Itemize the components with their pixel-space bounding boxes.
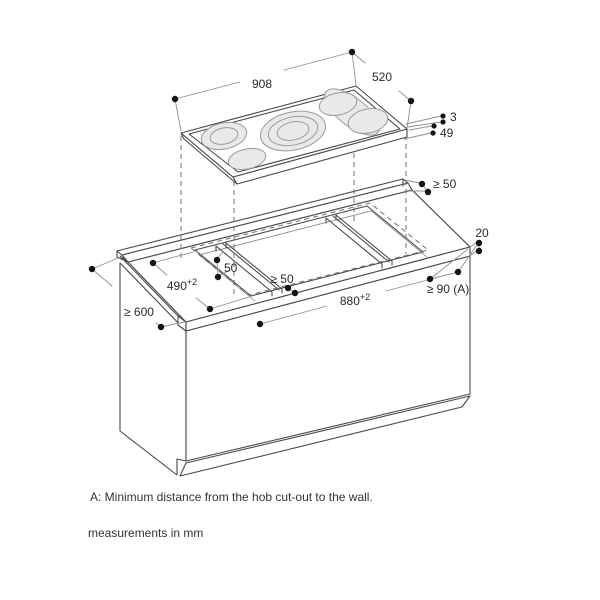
- rail-front-face: [121, 182, 413, 263]
- support-bar-left: [215, 242, 283, 297]
- label-hob-depth: 520: [372, 70, 392, 84]
- label-support-bar-width: 50: [224, 261, 238, 275]
- zone-center-inner-ring: [276, 121, 310, 141]
- zone-center-middle-ring: [267, 115, 319, 147]
- dim-line-cutout-depth: [152, 251, 250, 310]
- rail-left-cap: [116, 250, 129, 263]
- zone-small-front: [227, 147, 267, 171]
- cabinet-plinth: [179, 395, 471, 477]
- label-side-clearance: ≥ 90 (A): [427, 282, 470, 296]
- footer-notes: A: Minimum distance from the hob cut-out…: [88, 490, 373, 540]
- label-glass-height: 3: [450, 110, 457, 124]
- dim-leaders-installation-depth: [403, 125, 433, 140]
- label-hob-width: 908: [252, 77, 272, 91]
- footnote-a: A: Minimum distance from the hob cut-out…: [90, 490, 373, 504]
- label-cutout-width: 880+2: [340, 292, 370, 308]
- dim-line-side-clearance: [429, 248, 469, 280]
- dim-leaders-glass-height: [405, 115, 442, 128]
- rail-top-face: [116, 178, 409, 256]
- units-note: measurements in mm: [88, 526, 203, 540]
- dimension-dots: [88, 48, 483, 331]
- zone-roaster-circle-rear: [318, 92, 358, 116]
- cutout-inner-walls: [198, 210, 428, 302]
- support-bar-right: [325, 214, 393, 269]
- label-installation-depth: 49: [440, 126, 454, 140]
- dim-line-worktop-depth: [91, 257, 185, 328]
- label-worktop-depth: ≥ 600: [124, 305, 154, 319]
- dimension-labels: 908 520 3 49 ≥ 50 20 490+2 50 ≥ 50 880+2…: [124, 70, 489, 319]
- hob-glass-bevel: [188, 89, 401, 173]
- base-cabinet: [119, 255, 471, 477]
- hob: [180, 85, 408, 185]
- cutout-support-bars: [215, 214, 393, 297]
- dimension-lines: [88, 48, 483, 331]
- zone-left-inner-ring: [209, 127, 239, 145]
- label-cutout-depth: 490+2: [167, 277, 197, 293]
- zone-roaster-circle-front: [347, 108, 389, 134]
- worktop-back-rail: [116, 178, 413, 263]
- label-worktop-thickness: 20: [475, 226, 489, 240]
- zone-center-outer: [259, 110, 327, 152]
- hob-footprint-outline: [189, 202, 430, 296]
- label-front-clearance: ≥ 50: [270, 272, 294, 286]
- dim-line-hob-width: [174, 51, 357, 132]
- cooking-zones: [200, 88, 389, 171]
- label-rear-clearance: ≥ 50: [433, 177, 457, 191]
